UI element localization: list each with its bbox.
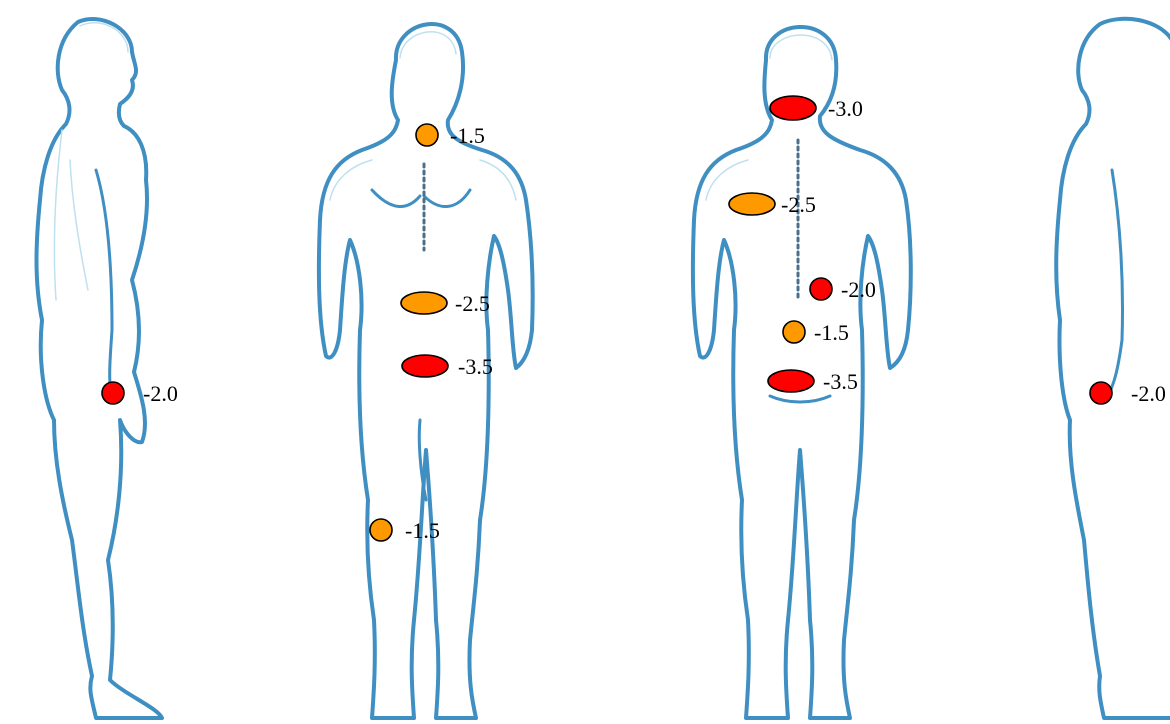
figure-side-left — [37, 19, 163, 718]
marker-back-sacrum-dot — [768, 370, 814, 392]
marker-back-shoulder: -2.5 — [729, 192, 816, 217]
marker-front-pelvis-dot — [402, 355, 448, 377]
side-left-figure-highlight — [54, 23, 128, 300]
marker-back-lumbar-label: -1.5 — [814, 320, 849, 345]
figure-side-right — [1056, 19, 1170, 718]
marker-side-left-hand-label: -2.0 — [143, 381, 178, 406]
side-left-figure-outline — [37, 19, 163, 718]
marker-front-neck-label: -1.5 — [450, 123, 485, 148]
marker-front-abdomen: -2.5 — [401, 291, 490, 316]
side-left-arm — [96, 170, 112, 400]
marker-side-right-hand-dot — [1090, 382, 1112, 404]
front-chest-line — [372, 190, 470, 207]
marker-front-pelvis: -3.5 — [402, 354, 493, 379]
marker-back-lower-back: -2.0 — [810, 277, 876, 302]
marker-side-left-hand-dot — [102, 382, 124, 404]
marker-back-shoulder-label: -2.5 — [781, 192, 816, 217]
marker-back-lower-back-label: -2.0 — [841, 277, 876, 302]
marker-back-shoulder-dot — [729, 193, 775, 215]
marker-back-lumbar: -1.5 — [783, 320, 849, 345]
marker-front-neck: -1.5 — [416, 123, 485, 148]
marker-front-abdomen-label: -2.5 — [455, 291, 490, 316]
marker-side-right-hand: -2.0 — [1090, 381, 1166, 406]
side-right-arm — [1108, 170, 1123, 396]
marker-side-right-hand-label: -2.0 — [1131, 381, 1166, 406]
marker-front-neck-dot — [416, 124, 438, 146]
back-hips-line — [770, 396, 830, 402]
marker-back-sacrum-label: -3.5 — [823, 369, 858, 394]
marker-front-knee-dot — [370, 519, 392, 541]
side-right-figure-outline — [1056, 19, 1170, 718]
marker-front-abdomen-dot — [401, 292, 447, 314]
marker-back-neck: -3.0 — [770, 96, 863, 121]
marker-front-knee-label: -1.5 — [405, 518, 440, 543]
marker-back-lower-back-dot — [810, 278, 832, 300]
marker-back-sacrum: -3.5 — [768, 369, 858, 394]
marker-front-knee: -1.5 — [370, 518, 440, 543]
marker-back-neck-dot — [770, 96, 816, 120]
marker-back-lumbar-dot — [783, 321, 805, 343]
marker-front-pelvis-label: -3.5 — [458, 354, 493, 379]
marker-back-neck-label: -3.0 — [828, 96, 863, 121]
